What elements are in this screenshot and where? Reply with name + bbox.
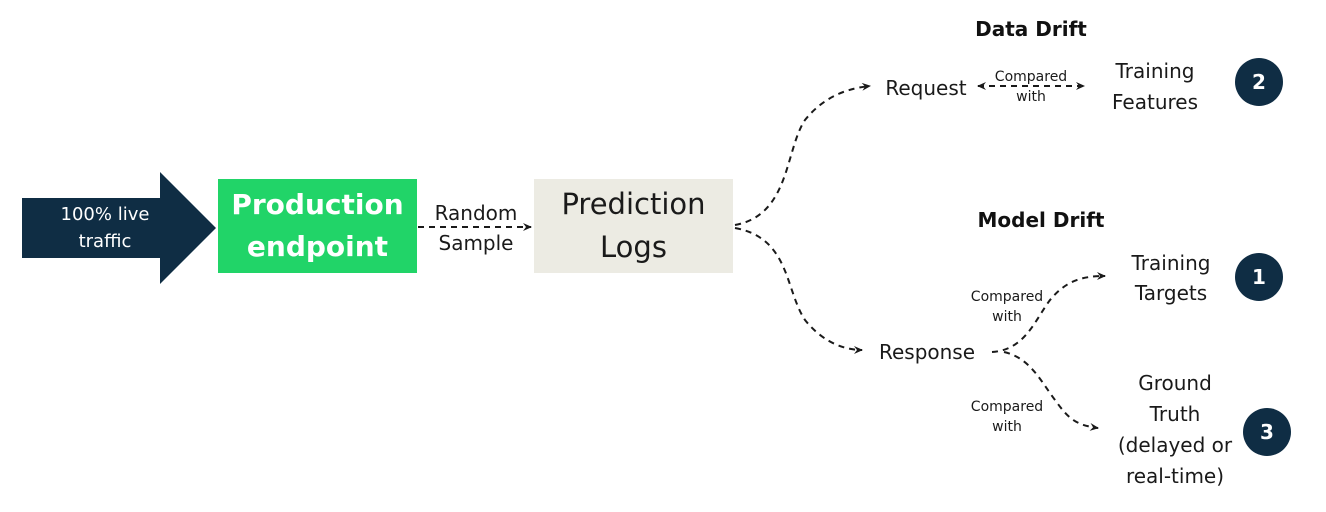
- training-targets-line1: Training: [1131, 251, 1211, 275]
- badge-1: 1: [1235, 253, 1283, 301]
- logs-line1: Prediction: [561, 187, 706, 221]
- live-traffic-line1: 100% live: [60, 204, 150, 225]
- data-drift-title: Data Drift: [975, 17, 1087, 41]
- response-to-ground-truth-connector: [1003, 351, 1099, 431]
- targets-compared-with-label: Compared with: [962, 286, 1052, 328]
- ground-truth-line1: Ground: [1138, 371, 1212, 395]
- request-compared-line1: Compared: [994, 69, 1068, 85]
- training-features-label: Training Features: [1094, 56, 1216, 118]
- request-compared-line2: with: [1016, 89, 1046, 105]
- training-features-line1: Training: [1115, 59, 1195, 83]
- ground-truth-compared-with-label: Compared with: [962, 396, 1052, 438]
- training-targets-label: Training Targets: [1112, 247, 1230, 309]
- logs-line2: Logs: [600, 230, 667, 264]
- ground-truth-line2: Truth: [1149, 402, 1201, 426]
- ground-truth-line3: (delayed or: [1117, 433, 1233, 457]
- production-endpoint-box: Production endpoint: [218, 179, 417, 273]
- prediction-logs-box: Prediction Logs: [534, 179, 733, 273]
- training-features-line2: Features: [1112, 90, 1198, 114]
- ground-truth-label: Ground Truth (delayed or real-time): [1102, 368, 1248, 492]
- training-targets-line2: Targets: [1134, 281, 1208, 305]
- targets-compared-line2: with: [992, 309, 1022, 325]
- targets-compared-line1: Compared: [970, 289, 1044, 305]
- logs-to-request-connector: [734, 82, 871, 226]
- badge-2: 2: [1235, 58, 1283, 106]
- model-drift-title: Model Drift: [977, 208, 1105, 232]
- live-traffic-label: 100% live traffic: [28, 198, 182, 258]
- request-label: Request: [885, 76, 967, 100]
- ground-truth-line4: real-time): [1125, 464, 1225, 488]
- ground-truth-compared-line1: Compared: [970, 399, 1044, 415]
- random-sample-line1: Random: [434, 201, 518, 225]
- response-to-targets-connector: [991, 272, 1106, 353]
- production-line1: Production: [231, 188, 404, 221]
- live-traffic-arrow: [22, 172, 216, 284]
- random-sample-label: Random Sample: [424, 198, 528, 258]
- ground-truth-compared-line2: with: [992, 419, 1022, 435]
- request-compared-with-label: Compared with: [986, 66, 1076, 108]
- badge-3: 3: [1243, 408, 1291, 456]
- response-label: Response: [878, 340, 976, 364]
- logs-to-response-connector: [734, 227, 863, 354]
- random-sample-line2: Sample: [438, 231, 514, 255]
- production-line2: endpoint: [246, 230, 389, 263]
- live-traffic-line2: traffic: [78, 231, 132, 252]
